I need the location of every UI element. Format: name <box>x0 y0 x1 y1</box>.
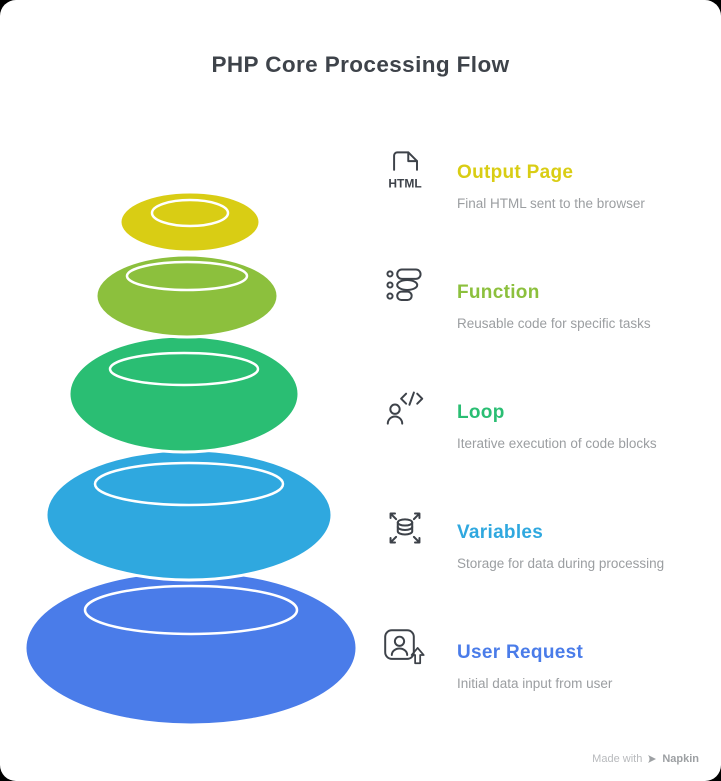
legend-title-user-request: User Request <box>457 642 584 663</box>
pebble-rim-loop <box>108 351 260 387</box>
user-request-icon <box>383 628 427 670</box>
pebble-rim-user-request <box>83 584 299 636</box>
legend-description-loop: Iterative execution of code blocks <box>457 436 657 451</box>
pebble-variables <box>44 448 334 582</box>
variables-database-icon <box>383 508 427 548</box>
function-list-icon <box>383 268 427 302</box>
legend-item-loop: Loop Iterative execution of code blocks <box>383 388 703 459</box>
pebble-rim-variables <box>93 461 285 507</box>
legend-item-function: Function Reusable code for specific task… <box>383 268 703 339</box>
watermark-made-with: Made with <box>592 753 643 765</box>
html-file-icon: HTML <box>383 148 427 196</box>
napkin-logo-icon <box>648 755 657 763</box>
loop-code-person-icon <box>383 388 427 426</box>
legend-title-variables: Variables <box>457 522 544 543</box>
legend-description-variables: Storage for data during processing <box>457 556 665 571</box>
pebble-function <box>94 253 280 339</box>
pebble-rim-output-page <box>150 198 230 228</box>
pebble-rim-function <box>125 260 249 292</box>
pebble-stack-diagram <box>23 190 359 727</box>
legend-description-user-request: Initial data input from user <box>457 676 613 691</box>
pebble-user-request <box>23 569 359 727</box>
legend-title-loop: Loop <box>457 402 505 423</box>
svg-text:HTML: HTML <box>388 176 421 190</box>
watermark-brand: Napkin <box>662 753 699 765</box>
legend-title-output-page: Output Page <box>457 162 574 183</box>
legend-item-variables: Variables Storage for data during proces… <box>383 508 703 579</box>
legend-description-function: Reusable code for specific tasks <box>457 316 651 331</box>
watermark: Made with Napkin <box>592 753 699 765</box>
legend-title-function: Function <box>457 282 540 303</box>
page-title: PHP Core Processing Flow <box>211 52 510 77</box>
legend-item-output-page: HTML Output Page Final HTML sent to the … <box>383 148 703 219</box>
legend: HTML Output Page Final HTML sent to the … <box>383 148 703 748</box>
legend-description-output-page: Final HTML sent to the browser <box>457 196 645 211</box>
legend-item-user-request: User Request Initial data input from use… <box>383 628 703 699</box>
